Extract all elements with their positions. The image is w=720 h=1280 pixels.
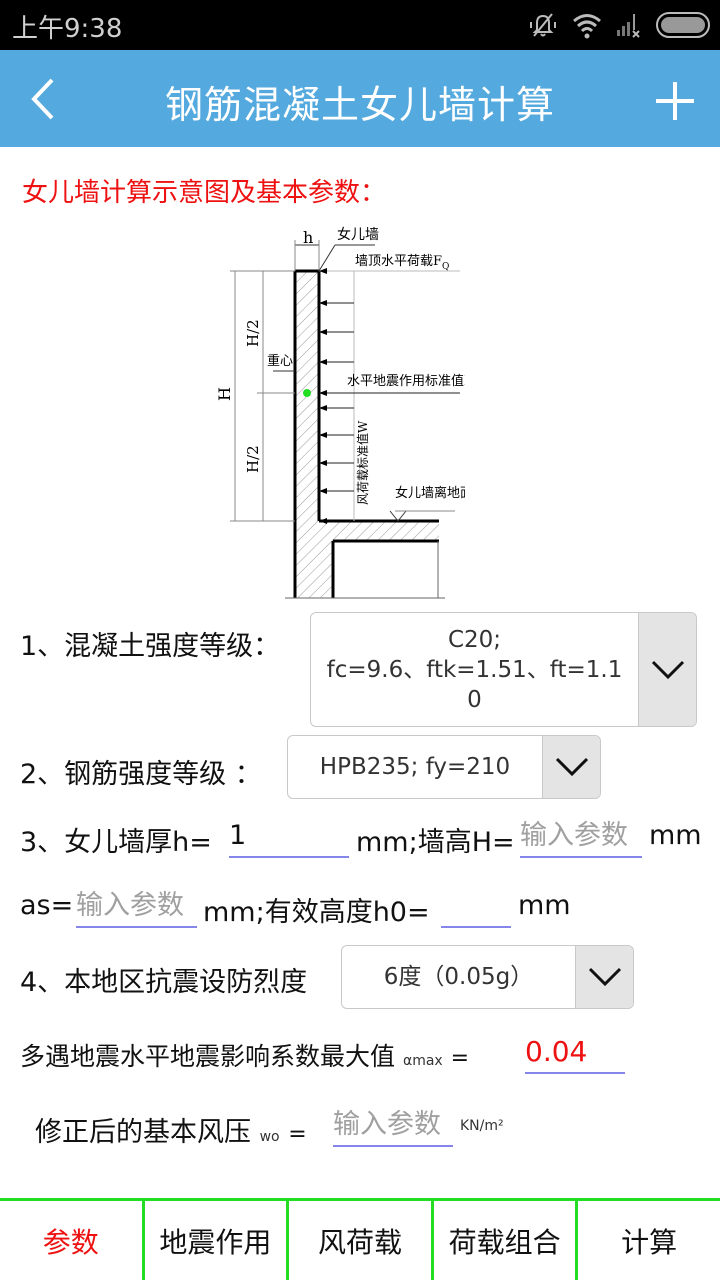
- rebar-dropdown-button[interactable]: [542, 736, 600, 798]
- svg-text:H/2: H/2: [244, 445, 262, 473]
- wall-height-unit: mm: [649, 820, 702, 851]
- wall-height-input[interactable]: 输入参数: [520, 818, 642, 858]
- concrete-grade-value: C20; fc=9.6、ftk=1.51、ft=1.1 0: [326, 626, 623, 713]
- h0-unit: mm: [518, 890, 571, 921]
- thickness-unit-label: mm;墙高H=: [356, 827, 515, 858]
- tab-load-combination[interactable]: 荷载组合: [434, 1201, 579, 1280]
- status-bar: 上午9:38: [0, 0, 720, 50]
- tab-wind-load[interactable]: 风荷载: [289, 1201, 434, 1280]
- tab-seismic[interactable]: 地震作用: [145, 1201, 290, 1280]
- tab-params[interactable]: 参数: [0, 1201, 145, 1280]
- svg-text:女儿墙离地面高度H': 女儿墙离地面高度H': [395, 485, 465, 501]
- page-title: 钢筋混凝土女儿墙计算: [164, 83, 555, 127]
- parapet-diagram: h 女儿墙 墙顶水平荷载FQ 重心 水平地震作用标准值F 女儿墙离地面高度H' …: [215, 226, 465, 599]
- svg-text:H/2: H/2: [244, 319, 262, 347]
- wifi-icon: [573, 14, 601, 39]
- tab-calculate[interactable]: 计算: [621, 1225, 678, 1259]
- wind-symbol: wo: [259, 1129, 280, 1145]
- status-time: 上午9:38: [12, 14, 123, 44]
- section-title: 女儿墙计算示意图及基本参数：: [22, 178, 387, 208]
- wind-pressure-unit: KN/m²: [460, 1118, 504, 1134]
- svg-text:墙顶水平荷载FQ: 墙顶水平荷载FQ: [355, 254, 449, 272]
- seismic-intensity-value: 6度（0.05g）: [383, 964, 534, 990]
- svg-text:h: h: [303, 228, 313, 247]
- svg-text:重心: 重心: [267, 353, 293, 369]
- svg-text:H: H: [215, 387, 234, 401]
- svg-text:风荷载标准值W: 风荷载标准值W: [355, 420, 370, 505]
- seismic-intensity-select[interactable]: 6度（0.05g）: [341, 945, 634, 1009]
- svg-text:女儿墙: 女儿墙: [337, 226, 379, 243]
- mute-icon: [530, 13, 556, 37]
- rebar-grade-label: 2、钢筋强度等级 ：: [20, 759, 262, 790]
- app-bar: 钢筋混凝土女儿墙计算: [0, 50, 720, 147]
- battery-icon: [656, 12, 710, 38]
- rebar-grade-value: HPB235; fy=210: [319, 754, 511, 780]
- thickness-input[interactable]: 1: [229, 818, 349, 858]
- h0-input[interactable]: [441, 888, 511, 928]
- as-input[interactable]: 输入参数: [76, 888, 197, 928]
- plus-icon[interactable]: [654, 80, 696, 122]
- as-label: as=: [20, 890, 74, 921]
- alpha-symbol: αmax: [402, 1053, 443, 1069]
- signal-icon: [617, 14, 640, 38]
- chevron-left-icon[interactable]: [24, 74, 64, 124]
- seismic-intensity-label: 4、本地区抗震设防烈度: [20, 967, 308, 998]
- rebar-grade-select[interactable]: HPB235; fy=210: [287, 735, 601, 799]
- alpha-max-label: 多遇地震水平地震影响系数最大值 αmax =: [20, 1042, 470, 1071]
- chevron-down-icon: [651, 660, 684, 679]
- chevron-down-icon: [555, 757, 588, 777]
- concrete-dropdown-button[interactable]: [638, 613, 696, 726]
- alpha-max-input[interactable]: 0.04: [525, 1034, 625, 1074]
- bottom-tab-bar: 参数 地震作用 风荷载 荷载组合 计算: [0, 1198, 720, 1280]
- wind-pressure-label: 修正后的基本风压 wo =: [35, 1117, 307, 1148]
- chevron-down-icon: [588, 967, 621, 987]
- as-unit-label: mm;有效高度h0=: [203, 897, 430, 928]
- thickness-label: 3、女儿墙厚h=: [20, 827, 212, 858]
- svg-text:水平地震作用标准值F: 水平地震作用标准值F: [347, 373, 465, 389]
- concrete-grade-select[interactable]: C20; fc=9.6、ftk=1.51、ft=1.1 0: [310, 612, 697, 727]
- wind-pressure-input[interactable]: 输入参数: [333, 1107, 453, 1147]
- concrete-grade-label: 1、混凝土强度等级：: [20, 631, 281, 662]
- seismic-dropdown-button[interactable]: [575, 946, 633, 1008]
